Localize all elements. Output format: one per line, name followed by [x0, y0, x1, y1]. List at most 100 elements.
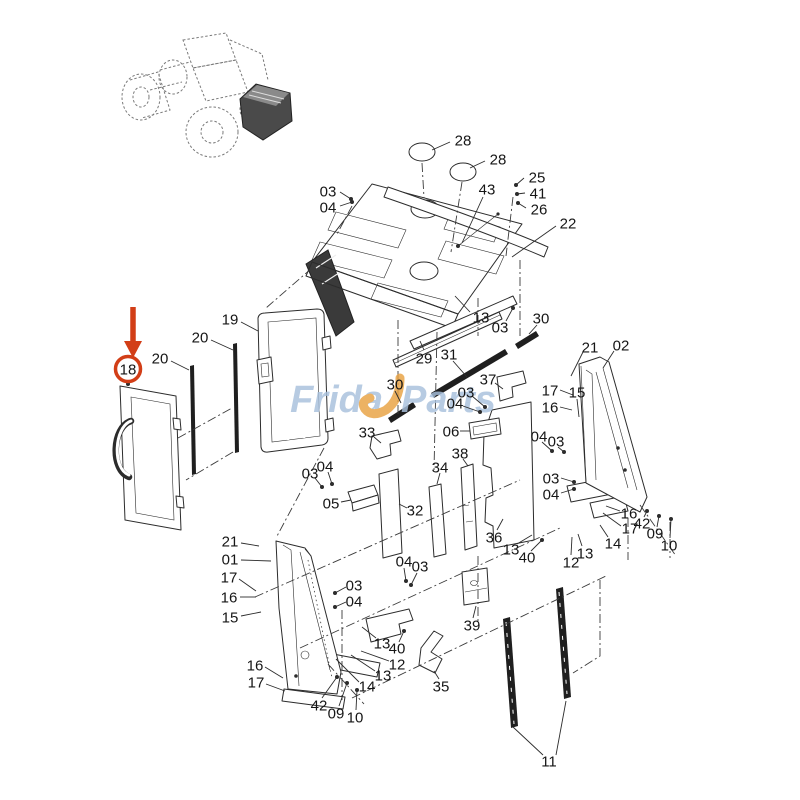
wheel-outline [185, 106, 239, 158]
part-38-plate [460, 463, 478, 551]
fastener-dot [562, 450, 566, 454]
center-line [421, 162, 425, 199]
part-01-side-panel [275, 540, 346, 710]
part-05-lip [351, 494, 380, 512]
part-18-grille-door [112, 382, 185, 531]
hinge [321, 335, 332, 351]
fastener-dot [330, 482, 334, 486]
leader-line [605, 505, 621, 512]
leader-line [602, 512, 622, 527]
fastener-dot [669, 517, 673, 521]
leader-line [240, 611, 262, 617]
part-label-13: 13 [375, 668, 392, 685]
part-label-18: 18 [120, 362, 137, 379]
leader-line [452, 360, 468, 378]
leader-line [461, 196, 484, 244]
part-label-17: 17 [221, 570, 238, 587]
leader-line [530, 539, 543, 552]
part-label-02: 02 [613, 338, 630, 355]
center-line [335, 205, 353, 237]
leader-line [436, 472, 441, 485]
leader-line [339, 201, 353, 207]
bolt [294, 674, 298, 678]
part-label-26: 26 [531, 202, 548, 219]
part-label-15: 15 [222, 610, 239, 627]
part-20-strip [233, 343, 239, 453]
hinge [324, 417, 335, 433]
leader-line [433, 670, 440, 680]
part-label-28: 28 [490, 152, 507, 169]
part-06-inner [472, 422, 498, 436]
door-handle-inner [115, 419, 133, 477]
leader-line [541, 441, 553, 452]
leader-line [350, 654, 376, 672]
part-label-36: 36 [486, 530, 503, 547]
part-label-39: 39 [464, 618, 481, 635]
part-label-34: 34 [432, 460, 449, 477]
part-label-20: 20 [192, 330, 209, 347]
corner-slots [315, 254, 343, 285]
red-arrow-head [124, 341, 142, 358]
part-label-41: 41 [530, 186, 547, 203]
part-35-bracket [418, 630, 444, 674]
center-line [177, 407, 233, 439]
hinge [172, 417, 182, 431]
machine-thumbnail [121, 32, 293, 158]
vent-patch [370, 282, 449, 318]
fastener-dot [516, 201, 520, 205]
center-line [505, 196, 514, 257]
leader-line [512, 726, 544, 756]
wheel-hub [132, 86, 150, 108]
fastener-dot [320, 485, 324, 489]
leader-line [454, 295, 471, 313]
part-label-12: 12 [563, 555, 580, 572]
part-label-03: 03 [458, 385, 475, 402]
leader-line [496, 518, 504, 531]
fastener-dot [550, 449, 554, 453]
part-label-40: 40 [519, 550, 536, 567]
panel-lines [585, 367, 638, 491]
leader-line [559, 389, 574, 396]
part-label-14: 14 [359, 679, 376, 696]
part-label-20: 20 [152, 351, 169, 368]
fastener-dot [572, 487, 576, 491]
part-label-03: 03 [320, 184, 337, 201]
part-34-plate [428, 483, 447, 558]
fastener-dot [572, 480, 576, 484]
vent-patch [437, 240, 505, 275]
leader-line [462, 458, 469, 467]
fastener-dot [335, 675, 339, 679]
leader-line [340, 499, 352, 503]
center-line [265, 267, 313, 309]
fastener-dot [515, 192, 519, 196]
frame-lines [129, 39, 269, 119]
part-20-strip [190, 365, 196, 475]
part-label-01: 01 [222, 552, 239, 569]
part-label-03: 03 [543, 471, 560, 488]
part-label-03: 03 [492, 320, 509, 337]
part-label-09: 09 [647, 526, 664, 543]
fastener-dot [333, 605, 337, 609]
part-label-04: 04 [531, 429, 548, 446]
leader-line [338, 682, 348, 707]
rod-end [496, 212, 500, 216]
leader-line [321, 676, 338, 699]
part-label-12: 12 [389, 657, 406, 674]
part-label-37: 37 [480, 372, 497, 389]
part-32-plate [378, 468, 403, 559]
part-label-17: 17 [542, 383, 559, 400]
part-label-21: 21 [222, 534, 239, 551]
part-22-rail-tube [383, 186, 549, 258]
leader-line [511, 225, 557, 258]
fastener-dot [355, 688, 359, 692]
part-37-bracket [496, 370, 527, 402]
fastener-dot [345, 681, 349, 685]
center-lines [177, 162, 677, 705]
hood-front-corner [305, 249, 355, 337]
part-29-rail [392, 311, 503, 368]
part-label-28: 28 [455, 133, 472, 150]
leader-line [398, 503, 408, 509]
part-label-03: 03 [548, 434, 565, 451]
part-label-09: 09 [328, 706, 345, 723]
